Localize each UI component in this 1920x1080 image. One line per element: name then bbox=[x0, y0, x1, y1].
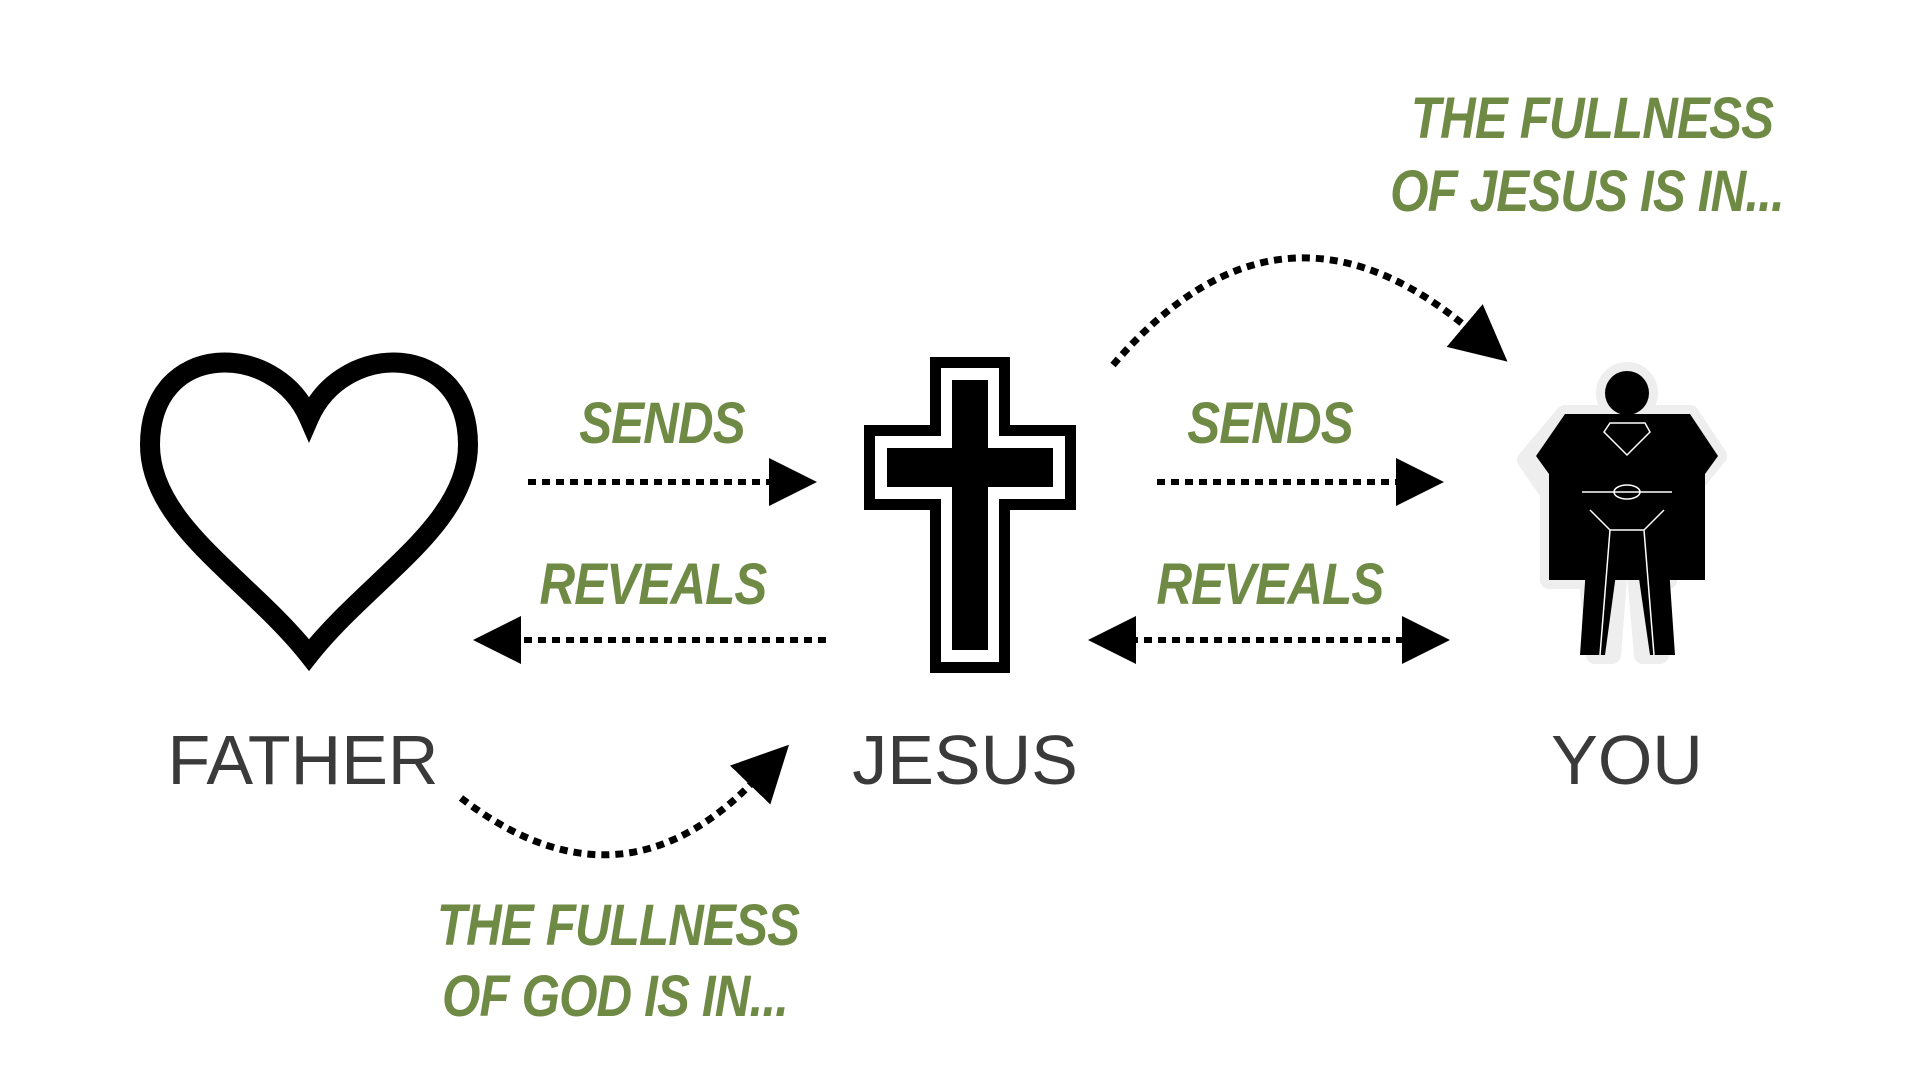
fullness-jesus-arc bbox=[1110, 254, 1508, 368]
sends-label-2: SENDS bbox=[1187, 391, 1353, 456]
superhero-icon bbox=[1517, 362, 1727, 664]
fullness-god-line1: THE FULLNESS bbox=[436, 893, 800, 958]
reveals-label-1: REVEALS bbox=[539, 552, 768, 617]
fullness-god-line2: OF GOD IS IN... bbox=[441, 964, 789, 1029]
cross-icon bbox=[864, 357, 1076, 673]
jesus-label: JESUS bbox=[852, 721, 1078, 799]
fullness-god-arc bbox=[458, 744, 790, 859]
heart-icon bbox=[139, 352, 479, 672]
father-label: FATHER bbox=[167, 721, 439, 799]
fullness-jesus-line1: THE FULLNESS bbox=[1410, 86, 1774, 151]
you-label: YOU bbox=[1551, 721, 1703, 799]
fullness-jesus-line2: OF JESUS IS IN... bbox=[1390, 159, 1785, 224]
reveals-label-2: REVEALS bbox=[1156, 552, 1385, 617]
sends-label-1: SENDS bbox=[579, 391, 745, 456]
